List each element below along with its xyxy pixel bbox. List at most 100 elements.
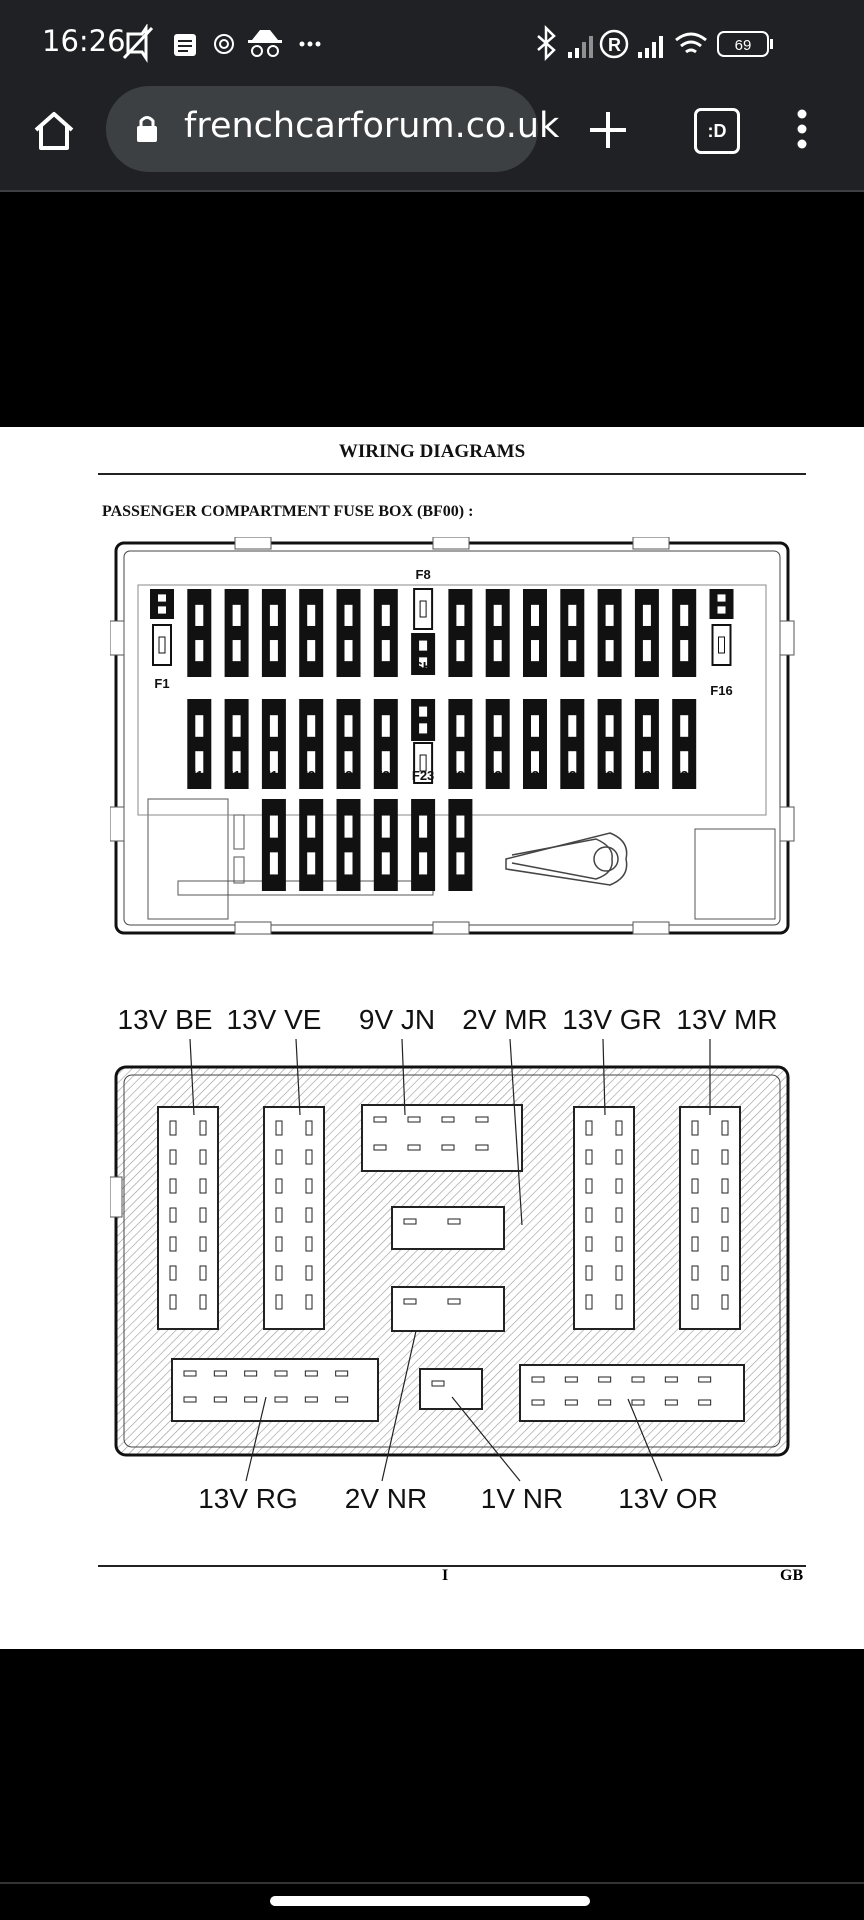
fuse-label-F23: F23 (412, 768, 434, 783)
connector-labels: 13V BE 13V VE 9V JN 2V MR 13V GR 13V MR 13V RG… (118, 1004, 778, 1514)
fuse-label-F15: F15 (673, 659, 695, 674)
new-tab-plus-icon[interactable] (586, 108, 630, 152)
battery-level: 69 (735, 37, 752, 54)
leader-line (189, 1038, 195, 1116)
status-bar: 16:26 R 69 (0, 0, 864, 86)
roaming-r-icon: R (599, 29, 629, 59)
gesture-home-bar[interactable] (270, 1896, 590, 1906)
fuse-label-F9: F9 (453, 659, 468, 674)
connector-13V RG (171, 1358, 379, 1422)
fuse-label-F3: F3 (229, 659, 244, 674)
connector-label-8: 2V NR (345, 1483, 427, 1514)
fuse-label-F21: F21 (337, 768, 359, 783)
fuse-F1 (152, 624, 172, 666)
fuse-label-F30: F30 (673, 768, 695, 783)
connector-label-5: 13V GR (562, 1004, 662, 1035)
fuse-label-F12: F12 (561, 659, 583, 674)
fuse-F5 (299, 589, 324, 677)
fuse-label-F28: F28 (598, 768, 620, 783)
fuse-F19 (261, 699, 286, 789)
fuse-F24 (448, 699, 473, 789)
connector-13V MR (679, 1106, 741, 1330)
fuse-label-F8: F8 (416, 567, 431, 582)
fuse-label-F13: F13 (598, 659, 620, 674)
leader-line (381, 1330, 417, 1482)
toolbar-divider (0, 190, 864, 192)
overflow-menu-icon[interactable] (792, 106, 812, 154)
leader-line (509, 1038, 523, 1226)
connector-13V GR (573, 1106, 635, 1330)
document-page: WIRING DIAGRAMS PASSENGER COMPARTMENT FU… (0, 427, 864, 1649)
page-background-top (0, 192, 864, 427)
fuse-label-F24: F24 (449, 768, 472, 783)
fuse-F20 (299, 699, 324, 789)
leader-line (627, 1398, 663, 1482)
fuse-label-F29: F29 (636, 768, 658, 783)
mute-vibrate-icon (122, 24, 154, 63)
fuse-F23 (411, 699, 436, 741)
fuse-label-F19: F19 (263, 768, 285, 783)
connector-2V NR (391, 1286, 505, 1332)
address-bar[interactable]: frenchcarforum.co.uk (106, 86, 559, 172)
connector-label-2: 13V VE (227, 1004, 322, 1035)
more-dots-icon (299, 41, 321, 47)
fuse-box-heading: PASSENGER COMPARTMENT FUSE BOX (BF00) : (102, 503, 474, 520)
tab-switcher-icon[interactable]: :D (694, 108, 740, 154)
fuse-label-SH: SH (414, 659, 432, 674)
fuse-label-F22: F22 (375, 768, 397, 783)
document-title: WIRING DIAGRAMS (338, 441, 526, 462)
fuse-F10 (485, 589, 510, 677)
fuse-F29 (634, 699, 659, 789)
fuse-F21 (336, 699, 361, 789)
connector-label-10: 13V OR (618, 1483, 718, 1514)
connector-label-4: 2V MR (462, 1004, 548, 1035)
fuse-label-F7: F7 (378, 659, 393, 674)
fuse-F14 (634, 589, 659, 677)
leader-line (295, 1038, 301, 1116)
language-code: GB (780, 1567, 804, 1584)
fuse-label-F17: F17 (188, 768, 210, 783)
fuse-F28 (597, 699, 622, 789)
leader-line (451, 1396, 521, 1482)
fuse-SH (411, 633, 436, 675)
connector-label-1: 13V BE (118, 1004, 213, 1035)
fuse-label-F16: F16 (710, 683, 732, 698)
fuse-F13 (597, 589, 622, 677)
fuse-label-F5: F5 (304, 659, 319, 674)
incognito-icon (248, 30, 282, 57)
fuse-F27 (560, 699, 585, 789)
message-icon (174, 34, 196, 56)
fuse-bottom-2 (299, 799, 324, 891)
home-icon[interactable] (30, 106, 78, 154)
fuse-F16-upper (709, 589, 734, 619)
browser-toolbar: frenchcarforum.co.uk :D (0, 86, 864, 190)
leader-line (245, 1396, 267, 1482)
connector-13V OR (519, 1364, 745, 1422)
fuse-F16 (711, 624, 732, 666)
fuse-label-F11: F11 (524, 659, 546, 674)
signal-icon (638, 36, 663, 58)
connector-label-7: 13V RG (198, 1483, 298, 1514)
connector-label-3: 9V JN (359, 1004, 435, 1035)
footer-rule (98, 1565, 806, 1567)
fuse-bottom-1 (261, 799, 286, 891)
status-time: 16:26 (42, 24, 126, 58)
fuse-F30 (672, 699, 697, 789)
fuse-F2 (187, 589, 212, 677)
fuse-F3 (224, 589, 249, 677)
fuse-label-F25: F25 (486, 768, 508, 783)
connector-label-6: 13V MR (676, 1004, 777, 1035)
lock-icon (137, 116, 157, 142)
fuse-F8 (413, 588, 434, 630)
nav-divider (0, 1882, 864, 1884)
connector-leaders (189, 1038, 711, 1482)
fuse-label-F4: F4 (266, 659, 282, 674)
fuse-F4 (261, 589, 286, 677)
fuse-bottom-6 (448, 799, 473, 891)
fuse-label-F10: F10 (486, 659, 508, 674)
battery-icon (717, 31, 773, 57)
connector-bodies (157, 1104, 745, 1422)
fuse-F17 (187, 699, 212, 789)
fuse-label-F27: F27 (561, 768, 583, 783)
fuse-F6 (336, 589, 361, 677)
